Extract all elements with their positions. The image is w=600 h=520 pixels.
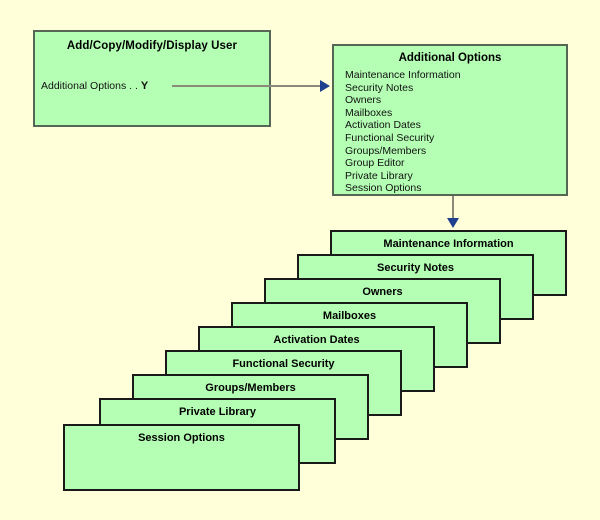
option-screen-card-label: Groups/Members xyxy=(205,382,296,394)
option-list-item[interactable]: Owners xyxy=(345,94,382,107)
option-screen-card-label: Session Options xyxy=(138,432,225,444)
option-list-item[interactable]: Session Options xyxy=(345,182,422,195)
arrow-right-icon xyxy=(320,80,330,92)
option-screen-card-label: Private Library xyxy=(178,406,257,418)
option-list-item[interactable]: Functional Security xyxy=(345,131,435,144)
option-list-item[interactable]: Groups/Members xyxy=(345,144,427,157)
option-list-item[interactable]: Security Notes xyxy=(345,81,414,94)
screen-options-title: Additional Options xyxy=(398,52,502,64)
option-screen-card-label: Owners xyxy=(362,286,403,298)
option-screen-card-label: Functional Security xyxy=(232,358,335,370)
screen-additional-options[interactable]: Additional Options Maintenance Informati… xyxy=(332,44,568,196)
option-screen-card-label: Activation Dates xyxy=(273,334,360,346)
option-list-item[interactable]: Mailboxes xyxy=(345,106,393,119)
option-list-item[interactable]: Group Editor xyxy=(345,157,405,170)
option-screen-card[interactable]: Session Options xyxy=(63,424,300,491)
option-list-item[interactable]: Activation Dates xyxy=(345,119,421,132)
screen-add-copy-modify-display-user[interactable]: Add/Copy/Modify/Display User Additional … xyxy=(33,30,271,127)
additional-options-field[interactable]: Additional Options . . Y xyxy=(41,80,148,92)
option-list-item[interactable]: Maintenance Information xyxy=(345,69,461,81)
option-screen-card-label: Maintenance Information xyxy=(383,238,514,250)
connector-options-to-stack xyxy=(452,196,454,220)
arrow-down-icon xyxy=(447,218,459,228)
option-screen-card-label: Mailboxes xyxy=(322,310,377,322)
additional-options-label: Additional Options . . xyxy=(41,80,138,92)
option-list-item[interactable]: Private Library xyxy=(345,169,413,182)
connector-user-to-options xyxy=(172,85,320,87)
option-screen-card-label: Security Notes xyxy=(376,262,455,274)
additional-options-value[interactable]: Y xyxy=(140,80,149,92)
screen-user-title: Add/Copy/Modify/Display User xyxy=(66,40,238,52)
